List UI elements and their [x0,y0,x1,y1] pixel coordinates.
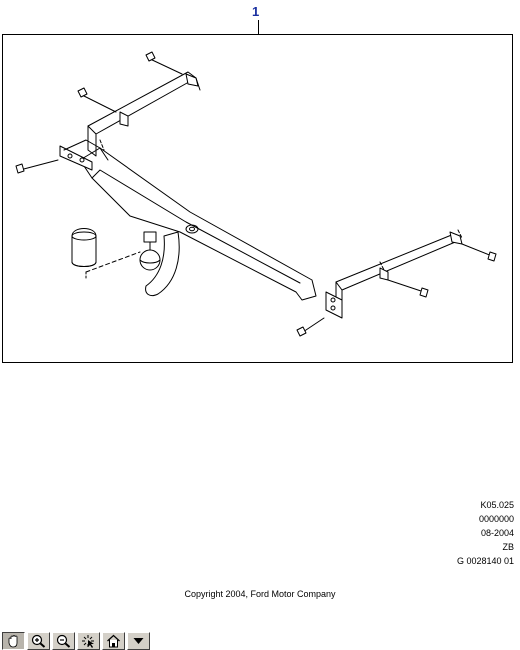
select-button[interactable] [77,632,100,650]
pointer-select-icon [82,635,94,648]
reference-suffix: ZB [502,542,514,552]
dropdown-arrow-icon [133,638,144,644]
left-bracket [59,71,201,171]
zoom-in-icon [31,634,46,648]
zoom-in-button[interactable] [27,632,50,650]
right-bolts [296,229,497,337]
zoom-out-button[interactable] [52,632,75,650]
reference-number: 0000000 [478,514,514,524]
cross-beam [79,147,317,301]
callout-leader-line [258,20,259,34]
zoom-out-icon [56,634,71,648]
callout-number[interactable]: 1 [252,4,260,19]
right-bracket [325,231,463,319]
ball-cover-cap [71,228,141,279]
diagram-frame [2,34,513,363]
reference-drawing-id: G 0028140 01 [456,556,514,566]
reference-date: 08-2004 [480,528,514,538]
home-button[interactable] [102,632,125,650]
reference-code: K05.025 [480,500,514,510]
pan-button[interactable] [2,632,25,650]
reference-block: K05.025 0000000 08-2004 ZB G 0028140 01 [457,498,514,568]
home-icon [107,634,120,648]
copyright-text: Copyright 2004, Ford Motor Company [184,589,336,599]
tow-ball-assembly [139,231,180,297]
tow-bar-diagram [15,51,497,337]
pan-hand-icon [8,634,18,647]
viewer-toolbar [2,632,150,650]
menu-dropdown-button[interactable] [127,632,150,650]
left-bolts [15,51,183,174]
